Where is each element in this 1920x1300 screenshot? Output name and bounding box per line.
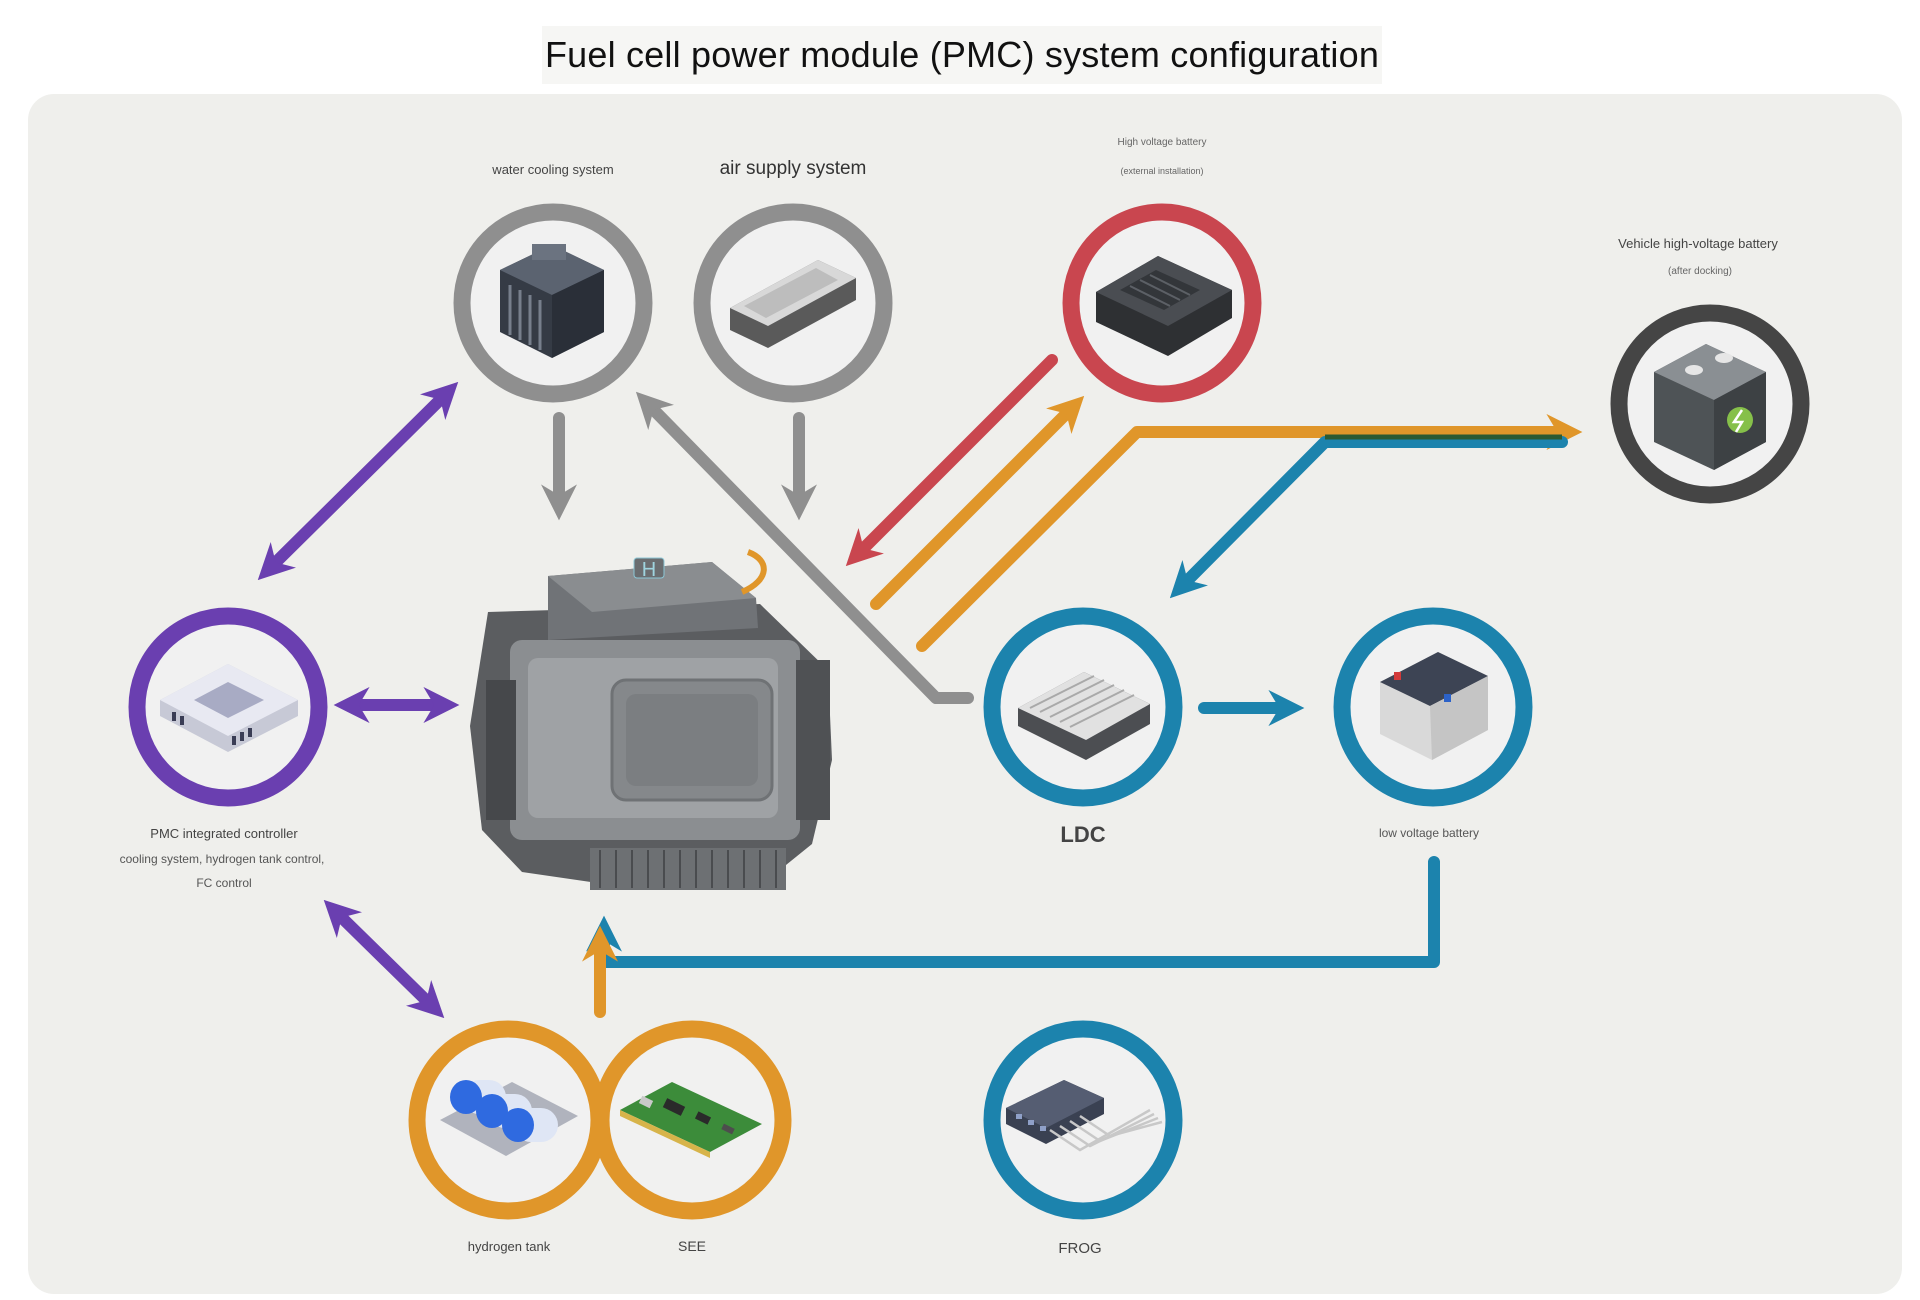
page-title: Fuel cell power module (PMC) system conf… [544, 34, 1380, 75]
arrow-vehicle-battery-to-ldc [1169, 436, 1568, 599]
label-low-voltage-battery: low voltage battery [1378, 826, 1480, 840]
label-vehicle-hv-battery: Vehicle high-voltage battery [1618, 236, 1778, 251]
arrow-fuel-cell-to-vehicle-battery [916, 414, 1583, 652]
node-air-supply [693, 203, 893, 403]
node-hydrogen-tank [408, 1020, 608, 1220]
arrow-hv-battery-to-fuel-cell [845, 354, 1058, 567]
sublabel-pmc-controller-2: FC control [196, 876, 252, 890]
arrow-controller-hydrogen-tank [323, 899, 445, 1019]
node-hv-battery-external [1062, 203, 1262, 403]
arrow-controller-water-cooling [257, 381, 459, 581]
arrow-fuel-cell-to-hv-battery [870, 395, 1085, 610]
sublabel-pmc-controller-1: cooling system, hydrogen tank control, [119, 852, 325, 866]
node-pmc-controller [128, 607, 328, 807]
radiator-icon [500, 244, 604, 358]
label-see: SEE [677, 1238, 707, 1254]
converter-icon [1018, 672, 1150, 760]
battery-pack-icon [1096, 256, 1232, 356]
fuel-cell-module-icon [470, 549, 832, 890]
label-hydrogen-tank: hydrogen tank [467, 1239, 551, 1254]
node-low-voltage-battery [1333, 607, 1533, 807]
label-air-supply: air supply system [719, 158, 867, 179]
label-ldc: LDC [1060, 822, 1106, 847]
air-filter-icon [730, 260, 856, 348]
hub-icon [1006, 1080, 1163, 1152]
node-frog [983, 1020, 1183, 1220]
car-battery-icon [1380, 652, 1488, 760]
hydrogen-tank-icon [440, 1080, 578, 1156]
circuit-board-icon [620, 1082, 762, 1158]
node-see [592, 1020, 792, 1220]
node-water-cooling [453, 203, 653, 403]
label-water-cooling: water cooling system [492, 162, 614, 177]
vehicle-battery-icon [1654, 344, 1766, 470]
label-pmc-controller: PMC integrated controller [150, 826, 298, 841]
connectors [257, 354, 1583, 1019]
controller-icon [160, 664, 298, 752]
fuel-cell-badge: H [642, 559, 656, 581]
title-box: Fuel cell power module (PMC) system conf… [542, 26, 1382, 84]
label-hv-battery-external: High voltage battery [1117, 137, 1207, 148]
sublabel-vehicle-hv-battery: (after docking) [1668, 266, 1732, 277]
sublabel-hv-battery-external: (external installation) [1120, 166, 1204, 176]
node-ldc [983, 607, 1183, 807]
arrow-ldc-to-water-cooling [635, 391, 974, 704]
node-vehicle-hv-battery [1610, 304, 1810, 504]
label-frog: FROG [1058, 1240, 1102, 1257]
